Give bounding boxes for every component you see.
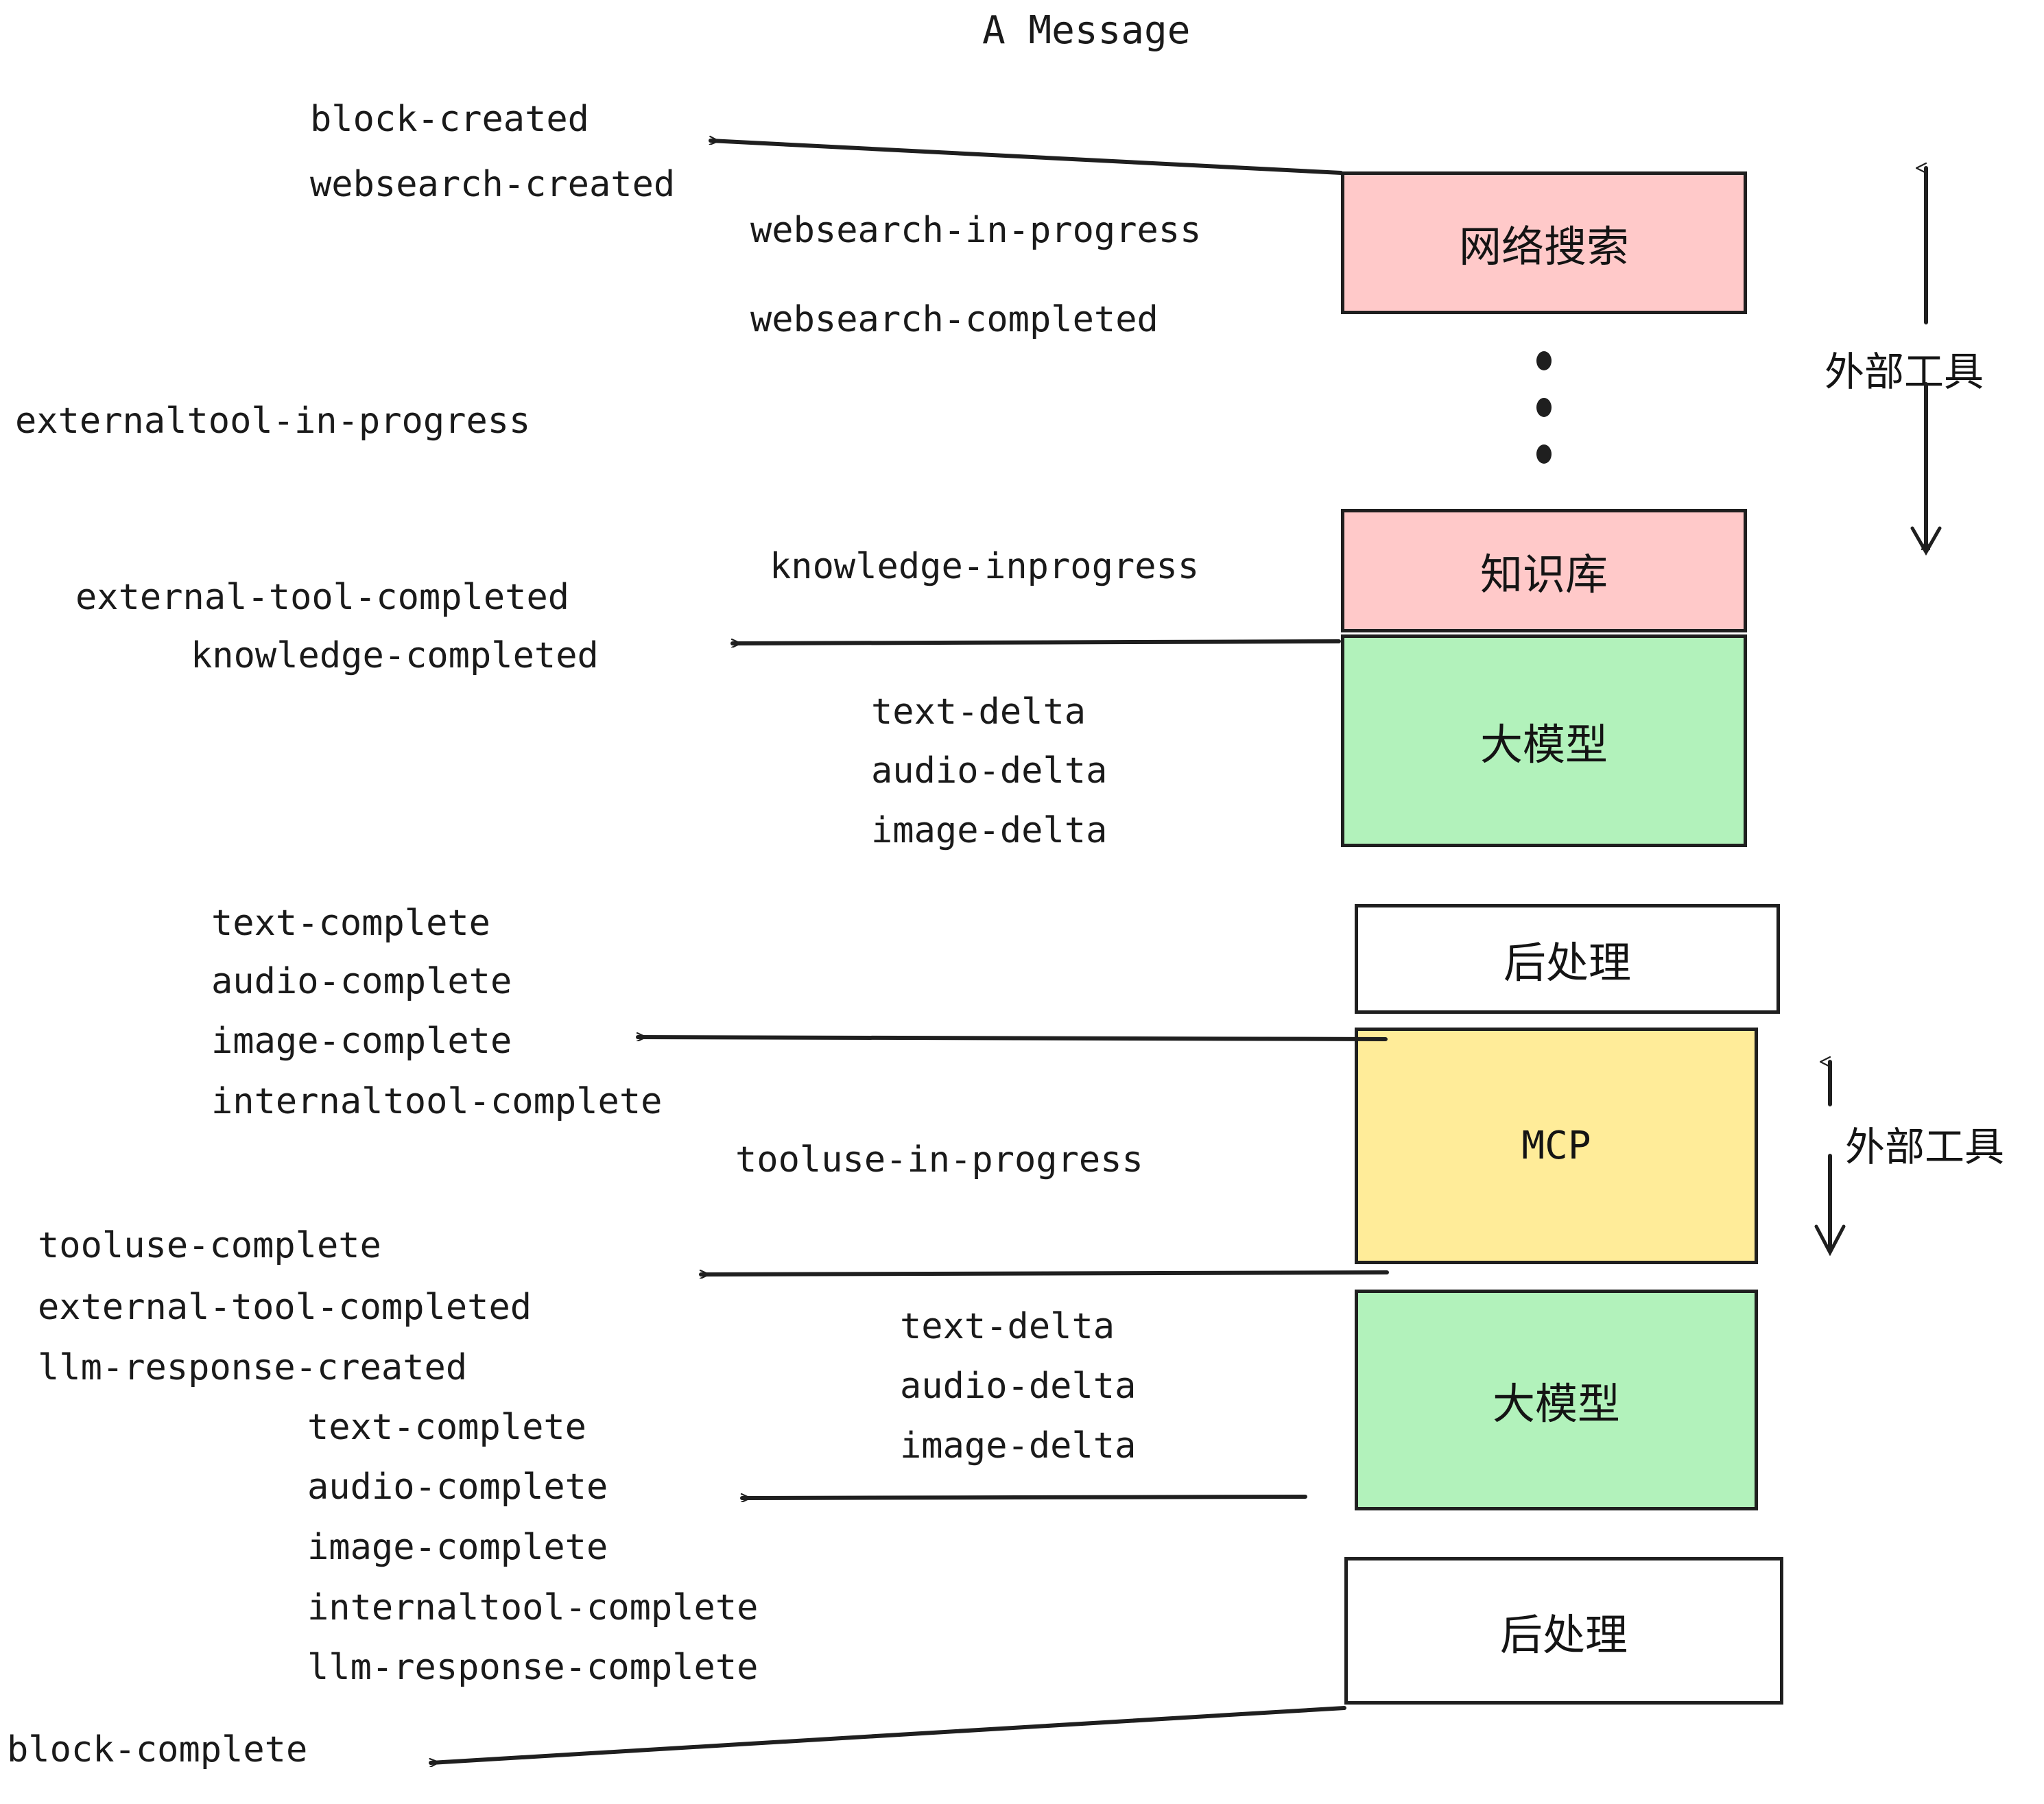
event-label-text-delta-2: text-delta [900, 1306, 1115, 1347]
event-label-text-complete-1: text-complete [211, 903, 490, 944]
event-label-text-complete-2: text-complete [307, 1407, 586, 1448]
node-mcp[interactable]: MCP [1355, 1028, 1758, 1264]
event-label-websearch-created: websearch-created [310, 164, 676, 205]
arrowhead-down-top [1910, 526, 1942, 556]
node-knowledge[interactable]: 知识库 [1341, 509, 1747, 632]
event-label-llm-response-created: llm-response-created [38, 1347, 468, 1388]
node-postprocess-first[interactable]: 后处理 [1355, 904, 1780, 1014]
event-label-external-tool-completed-1: external-tool-completed [75, 577, 570, 618]
event-label-block-created: block-created [310, 99, 589, 140]
ellipsis-dot-3 [1536, 444, 1552, 464]
event-label-text-delta-1: text-delta [871, 691, 1086, 733]
event-label-externaltool-in-progress: externaltool-in-progress [15, 401, 531, 442]
event-label-image-complete-2: image-complete [307, 1527, 608, 1568]
side-label-external-tools-top: 外部工具 [1825, 348, 1984, 395]
arrow-mcp-to-tooluse-complete [699, 1272, 1389, 1274]
node-mcp-label: MCP [1521, 1124, 1591, 1168]
event-label-audio-complete-1: audio-complete [211, 961, 512, 1002]
event-label-tooluse-complete: tooluse-complete [38, 1225, 381, 1266]
page-title: A Message [982, 8, 1191, 53]
arrowhead-down-bottom [1814, 1224, 1846, 1257]
node-postprocess-second[interactable]: 后处理 [1344, 1557, 1783, 1705]
event-label-external-tool-completed-2: external-tool-completed [38, 1287, 532, 1328]
event-label-websearch-in-progress: websearch-in-progress [750, 210, 1202, 251]
node-knowledge-label: 知识库 [1479, 549, 1608, 600]
event-label-tooluse-in-progress: tooluse-in-progress [735, 1139, 1143, 1180]
event-label-audio-delta-1: audio-delta [871, 750, 1108, 792]
ellipsis-dot-2 [1536, 398, 1552, 417]
arrow-knowledge-to-completed [730, 641, 1341, 643]
node-llm-second-label: 大模型 [1492, 1379, 1620, 1429]
event-label-llm-response-complete: llm-response-complete [307, 1647, 759, 1688]
node-postprocess-second-label: 后处理 [1499, 1609, 1628, 1660]
event-label-image-complete-1: image-complete [211, 1021, 512, 1062]
node-websearch-label: 网络搜索 [1458, 222, 1629, 272]
node-llm-second[interactable]: 大模型 [1355, 1290, 1758, 1510]
side-label-external-tools-bottom: 外部工具 [1845, 1124, 2005, 1170]
arrow-llm-to-audio-complete [740, 1497, 1307, 1498]
node-llm-first[interactable]: 大模型 [1341, 634, 1747, 847]
node-llm-first-label: 大模型 [1479, 720, 1608, 770]
event-label-image-delta-2: image-delta [900, 1425, 1137, 1467]
event-label-knowledge-completed: knowledge-completed [191, 635, 599, 676]
arrow-websearch-to-block-created [709, 141, 1343, 175]
event-label-knowledge-inprogress: knowledge-inprogress [770, 546, 1200, 587]
event-label-internaltool-complete-1: internaltool-complete [211, 1081, 663, 1122]
event-label-image-delta-1: image-delta [871, 810, 1108, 851]
event-label-websearch-completed: websearch-completed [750, 299, 1158, 340]
arrow-postprocess-to-block-complete [429, 1706, 1346, 1763]
event-label-audio-complete-2: audio-complete [307, 1467, 608, 1508]
ellipsis-dot-1 [1536, 351, 1552, 370]
node-postprocess-first-label: 后处理 [1503, 938, 1631, 988]
node-websearch[interactable]: 网络搜索 [1341, 171, 1747, 314]
event-label-block-complete: block-complete [7, 1729, 308, 1770]
arrow-postprocess-to-image-complete [636, 1037, 1388, 1039]
event-label-internaltool-complete-2: internaltool-complete [307, 1587, 759, 1628]
event-label-audio-delta-2: audio-delta [900, 1366, 1137, 1407]
